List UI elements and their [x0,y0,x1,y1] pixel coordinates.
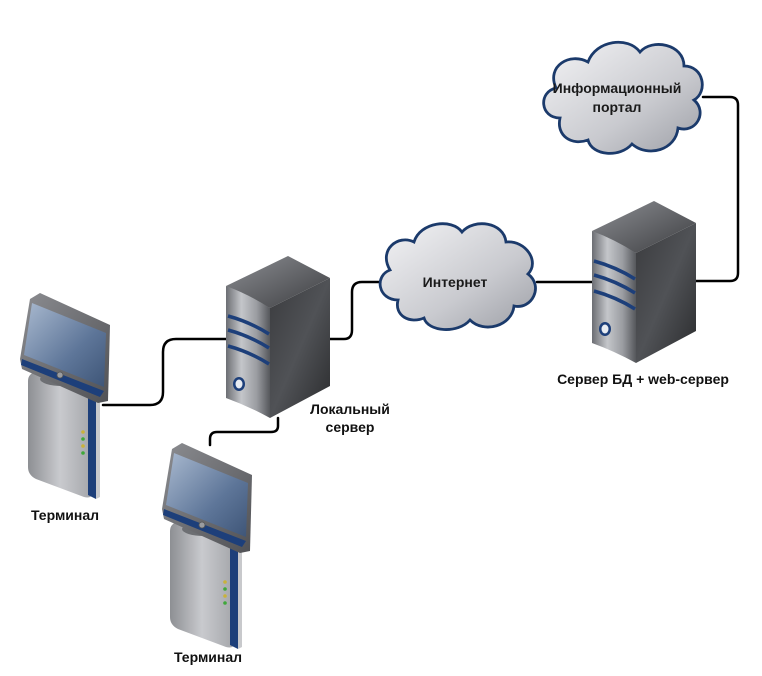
terminal-2-label: Терминал [173,649,243,665]
terminal-2-kiosk-icon [162,443,252,649]
info-portal-cloud-icon [542,40,704,155]
info-portal-label-line2: портал [592,99,642,115]
terminal-1-label: Терминал [30,507,100,523]
db-web-server-label: Сервер БД + web-сервер [557,371,729,387]
edge-local-server-to-internet [327,280,384,341]
edge-terminal2-to-local-server [208,416,280,447]
db-web-server-icon [592,201,696,363]
internet-label: Интернет [422,274,488,290]
local-server-label-line1: Локальный [310,401,390,417]
internet-cloud-icon [378,222,537,331]
local-server-label-line2: сервер [325,419,375,435]
edge-db-server-to-info-portal [692,95,740,283]
terminal-1-kiosk-icon [20,293,110,499]
info-portal-label-line1: Информационный [552,80,682,96]
edge-terminal1-to-local-server [101,337,232,407]
local-server-icon [226,256,330,418]
